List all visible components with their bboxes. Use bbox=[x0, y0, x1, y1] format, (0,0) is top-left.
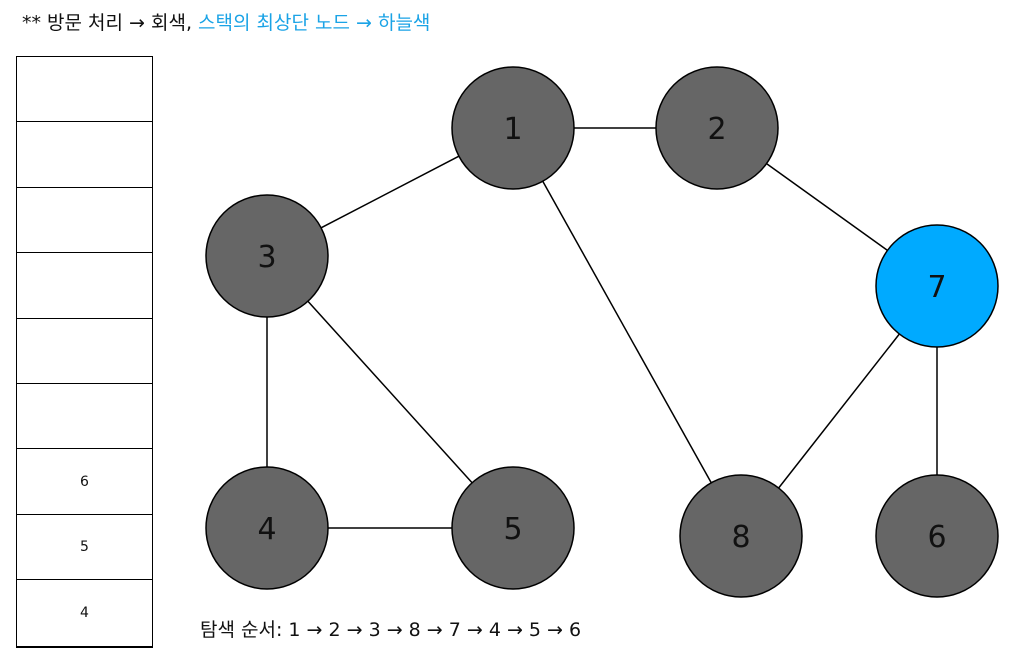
node-8: 8 bbox=[679, 474, 803, 598]
stack-cell: 5 bbox=[17, 515, 152, 581]
node-circle-8 bbox=[679, 474, 803, 598]
node-circle-2 bbox=[655, 66, 779, 190]
node-label-7: 7 bbox=[927, 270, 946, 305]
node-1: 1 bbox=[451, 66, 575, 190]
node-7: 7 bbox=[875, 224, 999, 348]
legend-prefix: ** 방문 처리 → 회색, bbox=[22, 12, 199, 34]
stack-cell bbox=[17, 253, 152, 319]
stack-cell bbox=[17, 188, 152, 254]
edge-2-7 bbox=[766, 162, 888, 252]
node-label-3: 3 bbox=[257, 240, 276, 275]
stack-cell bbox=[17, 122, 152, 188]
node-label-2: 2 bbox=[707, 112, 726, 147]
search-order: 탐색 순서: 1 → 2 → 3 → 8 → 7 → 4 → 5 → 6 bbox=[200, 619, 582, 641]
node-circle-5 bbox=[451, 466, 575, 590]
node-circle-4 bbox=[205, 466, 329, 590]
node-circle-7 bbox=[875, 224, 999, 348]
node-label-1: 1 bbox=[503, 112, 522, 147]
node-label-4: 4 bbox=[257, 512, 276, 547]
stack-cell bbox=[17, 384, 152, 450]
node-circle-1 bbox=[451, 66, 575, 190]
node-circle-3 bbox=[205, 194, 329, 318]
edge-1-8 bbox=[542, 180, 712, 484]
node-circle-6 bbox=[875, 474, 999, 598]
node-2: 2 bbox=[655, 66, 779, 190]
stack-cell bbox=[17, 319, 152, 384]
node-label-6: 6 bbox=[927, 520, 946, 555]
stack-cell: 6 bbox=[17, 449, 152, 515]
node-label-8: 8 bbox=[731, 520, 750, 555]
edge-7-8 bbox=[778, 333, 900, 489]
node-4: 4 bbox=[205, 466, 329, 590]
node-6: 6 bbox=[875, 474, 999, 598]
stack-cell bbox=[17, 57, 152, 123]
edge-1-3 bbox=[320, 155, 460, 229]
stack-cell: 4 bbox=[80, 604, 89, 621]
node-3: 3 bbox=[205, 194, 329, 318]
node-5: 5 bbox=[451, 466, 575, 590]
edge-3-5 bbox=[307, 300, 473, 484]
legend-text: ** 방문 처리 → 회색, 스택의 최상단 노드 → 하늘색 bbox=[22, 8, 430, 35]
node-label-5: 5 bbox=[503, 512, 522, 547]
legend-highlight: 스택의 최상단 노드 → 하늘색 bbox=[198, 12, 431, 34]
